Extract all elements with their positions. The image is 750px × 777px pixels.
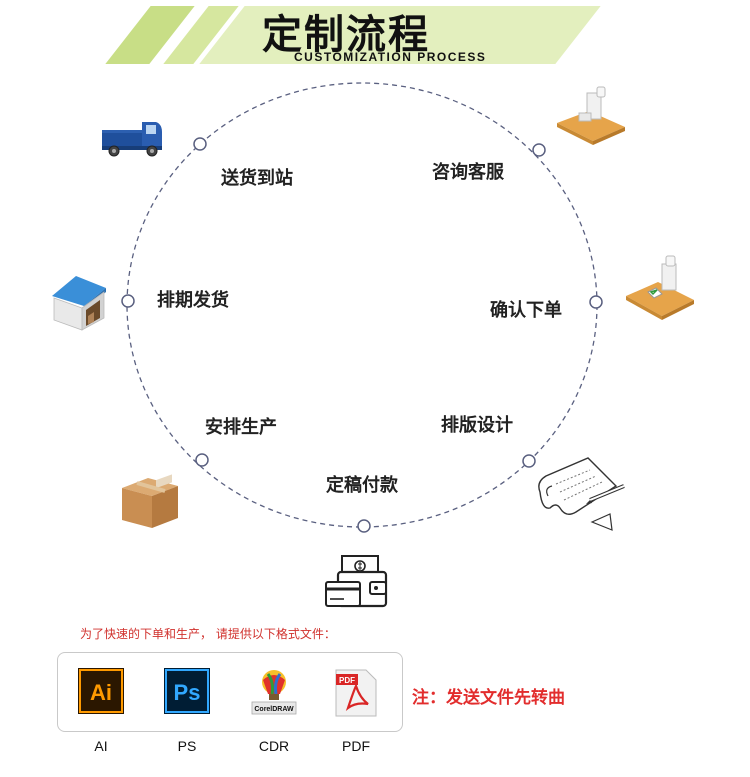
- customer-service-desk-icon: [557, 86, 625, 145]
- step-label-confirm: 确认下单: [490, 300, 562, 321]
- delivery-truck-icon: [102, 122, 162, 157]
- warehouse-icon: [52, 276, 106, 331]
- svg-text:PDF: PDF: [339, 676, 355, 685]
- page-subtitle: CUSTOMIZATION PROCESS: [294, 50, 487, 64]
- page-title: 定制流程: [262, 11, 430, 58]
- node-produce: [195, 453, 209, 467]
- node-payment: [357, 519, 371, 533]
- pdf-icon: PDF: [334, 668, 378, 718]
- format-label-ps: PS: [177, 738, 197, 754]
- format-label-pdf: PDF: [342, 738, 370, 754]
- illustrator-icon: Ai: [78, 668, 124, 714]
- step-label-consult: 咨询客服: [432, 162, 504, 183]
- step-label-schedule: 排期发货: [157, 290, 229, 311]
- svg-text:Ps: Ps: [174, 680, 201, 705]
- node-design: [522, 454, 536, 468]
- step-label-deliver: 送货到站: [221, 168, 293, 189]
- svg-text:CorelDRAW: CorelDRAW: [254, 706, 294, 713]
- node-deliver: [193, 137, 207, 151]
- outline-text-warning: 注：发送文件先转曲: [412, 688, 565, 708]
- order-desk-icon: [626, 255, 694, 320]
- photoshop-icon: Ps: [164, 668, 210, 714]
- cardboard-box-icon: [122, 474, 178, 528]
- format-label-ai: AI: [94, 738, 108, 754]
- coreldraw-icon: CorelDRAW: [250, 668, 298, 715]
- step-label-produce: 安排生产: [205, 417, 277, 438]
- format-label-cdr: CDR: [258, 738, 290, 754]
- wallet-payment-icon: [325, 555, 388, 608]
- svg-text:Ai: Ai: [90, 680, 112, 705]
- node-schedule: [121, 294, 135, 308]
- node-consult: [532, 143, 546, 157]
- step-label-payment: 定稿付款: [326, 475, 398, 496]
- format-note: 为了快速的下单和生产， 请提供以下格式文件：: [80, 627, 336, 641]
- step-label-design: 排版设计: [441, 415, 513, 436]
- node-confirm: [589, 295, 603, 309]
- design-paper-pen-icon: [538, 457, 625, 531]
